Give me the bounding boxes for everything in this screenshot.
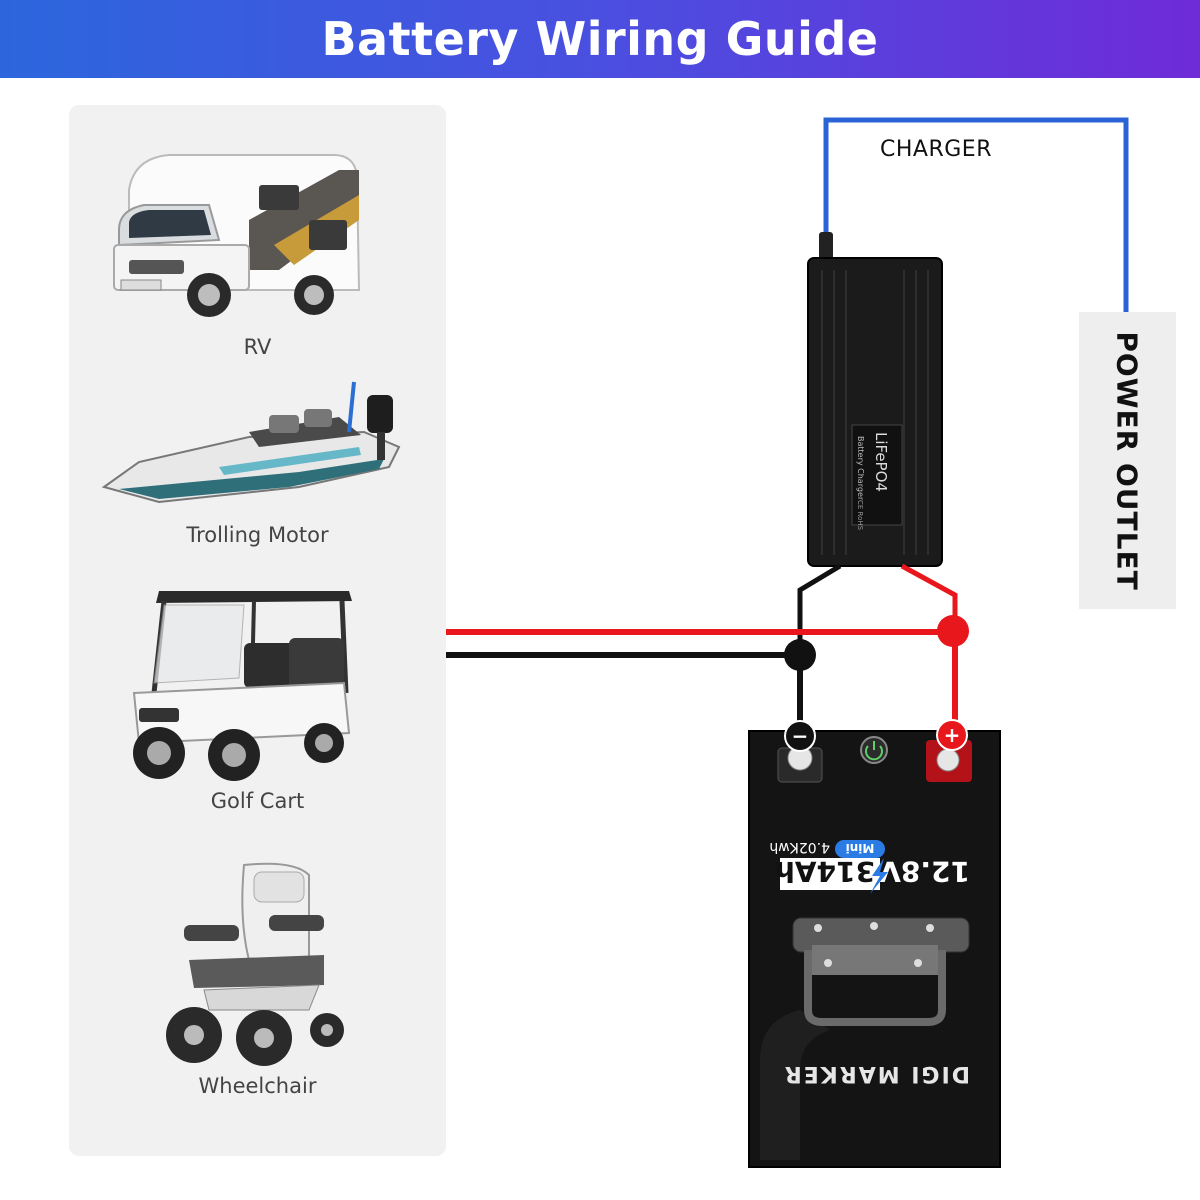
positive-junction [937,615,969,647]
battery-badge-text: Mini [846,841,875,855]
boat-icon [101,381,401,504]
positive-terminal-icon [936,719,968,751]
ac-power-cable [823,117,1129,312]
negative-terminal-symbol: − [792,724,809,748]
charger-device-subtext: Battery Charger [856,436,865,501]
app-label-trolling-motor: Trolling Motor [186,523,329,547]
wheelchair-icon [166,862,344,1066]
battery-capacity: 314Ah [775,855,875,888]
charger-plug [819,232,833,262]
battery-energy: 4.02Kwh [769,839,830,855]
battery-voltage: 12.8V [879,855,970,888]
negative-junction [784,639,816,671]
applications-panel: RV Trolling Motor Golf Cart [69,105,446,1156]
battery-badge [835,840,885,858]
golf-cart-icon [132,591,352,781]
charger-device-text: LiFePO4 [872,432,890,492]
charger-label: CHARGER [880,137,992,162]
battery-handle [792,917,970,1026]
rv-icon [113,154,361,317]
charger-cert-text: CE RoHS [856,500,864,531]
power-outlet-box [1079,312,1176,609]
battery-brand: DIGI MARKER [783,1061,970,1086]
page-title: Battery Wiring Guide [321,12,879,66]
battery-unit: − + Mini 4.02Kwh 12.8V 314Ah DIGI MARKER [748,719,1001,1168]
negative-terminal-icon [784,720,816,752]
app-label-rv: RV [243,335,272,359]
lightning-icon [870,858,888,894]
header-banner: Battery Wiring Guide [0,0,1200,78]
charger-unit: LiFePO4 Battery Charger CE RoHS [807,257,943,567]
app-label-golf-cart: Golf Cart [210,789,305,813]
app-label-wheelchair: Wheelchair [198,1074,317,1098]
positive-terminal-symbol: + [944,723,961,747]
